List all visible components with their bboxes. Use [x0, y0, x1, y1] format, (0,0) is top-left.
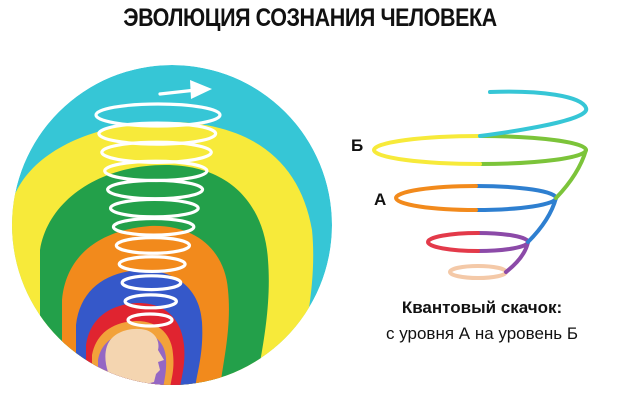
caption-title: Квантовый скачок:	[401, 298, 563, 317]
quantum-spiral-segment	[426, 231, 480, 253]
level-b-label: Б	[351, 136, 364, 155]
quantum-spiral-segment	[476, 264, 508, 280]
quantum-spiral-riser	[504, 240, 530, 274]
quantum-spiral-riser	[526, 196, 558, 244]
quantum-spiral-segment	[394, 184, 478, 212]
aura-circle	[12, 65, 332, 385]
white-spiral-loop	[117, 255, 187, 274]
white-spiral-loop	[97, 121, 218, 146]
quantum-spiral-riser	[554, 148, 588, 200]
quantum-spiral-segment	[476, 231, 530, 253]
spiral-arrowhead	[190, 80, 212, 99]
white-spiral-loop	[126, 312, 174, 328]
white-spiral-loop	[111, 216, 196, 237]
white-spiral-loop	[120, 274, 183, 292]
caption-subtitle: с уровня А на уровень Б	[385, 324, 579, 343]
quantum-spiral-top-tail	[478, 89, 589, 138]
white-spiral	[94, 102, 222, 328]
spiral-arrow-line	[158, 88, 198, 96]
quantum-spiral-segment	[478, 134, 588, 166]
level-a-label: А	[374, 190, 387, 209]
white-spiral-loop	[123, 293, 178, 310]
quantum-spiral	[372, 89, 589, 280]
white-spiral-loop	[114, 236, 192, 255]
white-spiral-loop	[94, 102, 222, 128]
quantum-spiral-segment	[448, 264, 480, 280]
quantum-spiral-segment	[372, 134, 482, 166]
white-spiral-loop	[100, 140, 213, 164]
quantum-spiral-segment	[474, 184, 558, 212]
page-title: ЭВОЛЮЦИЯ СОЗНАНИЯ ЧЕЛОВЕКА	[123, 4, 497, 32]
